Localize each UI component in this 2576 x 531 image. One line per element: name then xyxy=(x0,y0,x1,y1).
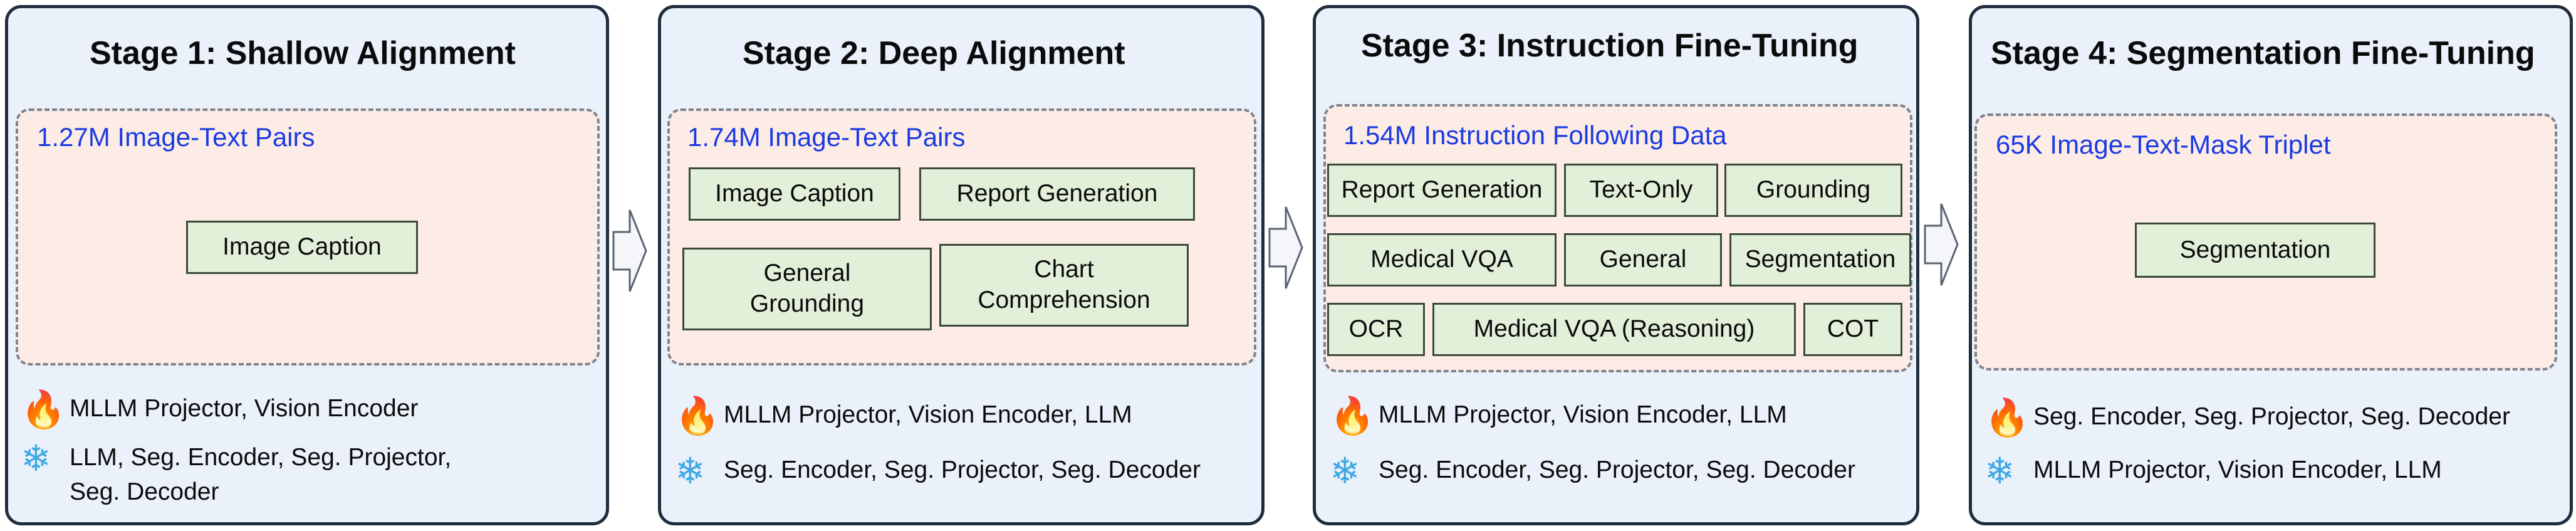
stage-2-data-box: 1.74M Image-Text Pairs Image Caption Rep… xyxy=(667,108,1256,365)
task-grounding: Grounding xyxy=(1724,164,1902,217)
fire-icon: 🔥 xyxy=(675,396,721,436)
stage-3-trainable-text: MLLM Projector, Vision Encoder, LLM xyxy=(1379,401,1787,428)
stage-3-title: Stage 3: Instruction Fine-Tuning xyxy=(1361,28,1859,64)
stage-4-trainable-text: Seg. Encoder, Seg. Projector, Seg. Decod… xyxy=(2033,403,2510,430)
task-image-caption: Image Caption xyxy=(186,221,418,274)
fire-icon: 🔥 xyxy=(1330,396,1375,436)
snowflake-icon: ❄ xyxy=(1330,451,1360,492)
stage-3-trainable-row: 🔥 MLLM Projector, Vision Encoder, LLM xyxy=(1330,398,1787,434)
task-text-only: Text-Only xyxy=(1564,164,1718,217)
task-general-grounding: General Grounding xyxy=(682,248,932,330)
task-general: General xyxy=(1564,233,1722,287)
fire-icon: 🔥 xyxy=(21,389,66,430)
stage-2-panel: Stage 2: Deep Alignment 1.74M Image-Text… xyxy=(658,5,1265,525)
stage-1-data-title: 1.27M Image-Text Pairs xyxy=(37,122,315,152)
stage-4-trainable-row: 🔥 Seg. Encoder, Seg. Projector, Seg. Dec… xyxy=(1984,400,2510,436)
task-chart-comprehension: Chart Comprehension xyxy=(939,244,1189,327)
task-ocr: OCR xyxy=(1327,303,1425,356)
task-segmentation: Segmentation xyxy=(1729,233,1911,287)
fire-icon: 🔥 xyxy=(1984,397,2030,438)
stage-3-frozen-row: ❄ Seg. Encoder, Seg. Projector, Seg. Dec… xyxy=(1330,453,1855,490)
arrow-right-icon xyxy=(1924,203,1959,286)
snowflake-icon: ❄ xyxy=(1984,451,2015,492)
stage-1-panel: Stage 1: Shallow Alignment 1.27M Image-T… xyxy=(5,5,609,525)
stage-4-frozen-row: ❄ MLLM Projector, Vision Encoder, LLM xyxy=(1984,453,2442,490)
stage-2-trainable-text: MLLM Projector, Vision Encoder, LLM xyxy=(724,401,1132,428)
stage-4-data-box: 65K Image-Text-Mask Triplet Segmentation xyxy=(1974,113,2557,371)
snowflake-icon: ❄ xyxy=(21,438,51,479)
stage-1-data-box: 1.27M Image-Text Pairs Image Caption xyxy=(16,108,600,365)
stage-2-trainable-row: 🔥 MLLM Projector, Vision Encoder, LLM xyxy=(675,398,1132,434)
stage-1-frozen-row: ❄ LLM, Seg. Encoder, Seg. Projector, Seg… xyxy=(21,441,451,509)
stage-1-frozen-text: LLM, Seg. Encoder, Seg. Projector, Seg. … xyxy=(70,444,452,505)
task-medical-vqa: Medical VQA xyxy=(1327,233,1557,287)
arrow-right-icon xyxy=(612,209,647,292)
stage-4-data-title: 65K Image-Text-Mask Triplet xyxy=(1996,130,2331,159)
arrow-right-icon xyxy=(1268,206,1303,289)
stage-2-frozen-row: ❄ Seg. Encoder, Seg. Projector, Seg. Dec… xyxy=(675,453,1201,490)
stage-4-frozen-text: MLLM Projector, Vision Encoder, LLM xyxy=(2033,456,2442,483)
task-image-caption: Image Caption xyxy=(689,167,900,221)
stage-3-data-box: 1.54M Instruction Following Data Report … xyxy=(1323,104,1912,372)
stage-1-trainable-text: MLLM Projector, Vision Encoder xyxy=(70,395,419,422)
stage-3-frozen-text: Seg. Encoder, Seg. Projector, Seg. Decod… xyxy=(1379,456,1855,483)
task-segmentation: Segmentation xyxy=(2135,223,2375,278)
stage-3-panel: Stage 3: Instruction Fine-Tuning 1.54M I… xyxy=(1313,5,1919,525)
stage-4-panel: Stage 4: Segmentation Fine-Tuning 65K Im… xyxy=(1969,5,2573,525)
stage-1-trainable-row: 🔥 MLLM Projector, Vision Encoder xyxy=(21,392,418,428)
task-report-generation: Report Generation xyxy=(919,167,1195,221)
stage-2-data-title: 1.74M Image-Text Pairs xyxy=(687,122,966,152)
stage-1-title: Stage 1: Shallow Alignment xyxy=(90,35,516,71)
task-report-generation: Report Generation xyxy=(1327,164,1557,217)
snowflake-icon: ❄ xyxy=(675,451,706,492)
task-medical-vqa-reasoning: Medical VQA (Reasoning) xyxy=(1432,303,1796,356)
stage-2-title: Stage 2: Deep Alignment xyxy=(743,35,1125,71)
task-cot: COT xyxy=(1803,303,1902,356)
stage-2-frozen-text: Seg. Encoder, Seg. Projector, Seg. Decod… xyxy=(724,456,1201,483)
stage-3-data-title: 1.54M Instruction Following Data xyxy=(1343,120,1727,150)
stage-4-title: Stage 4: Segmentation Fine-Tuning xyxy=(1991,35,2535,71)
